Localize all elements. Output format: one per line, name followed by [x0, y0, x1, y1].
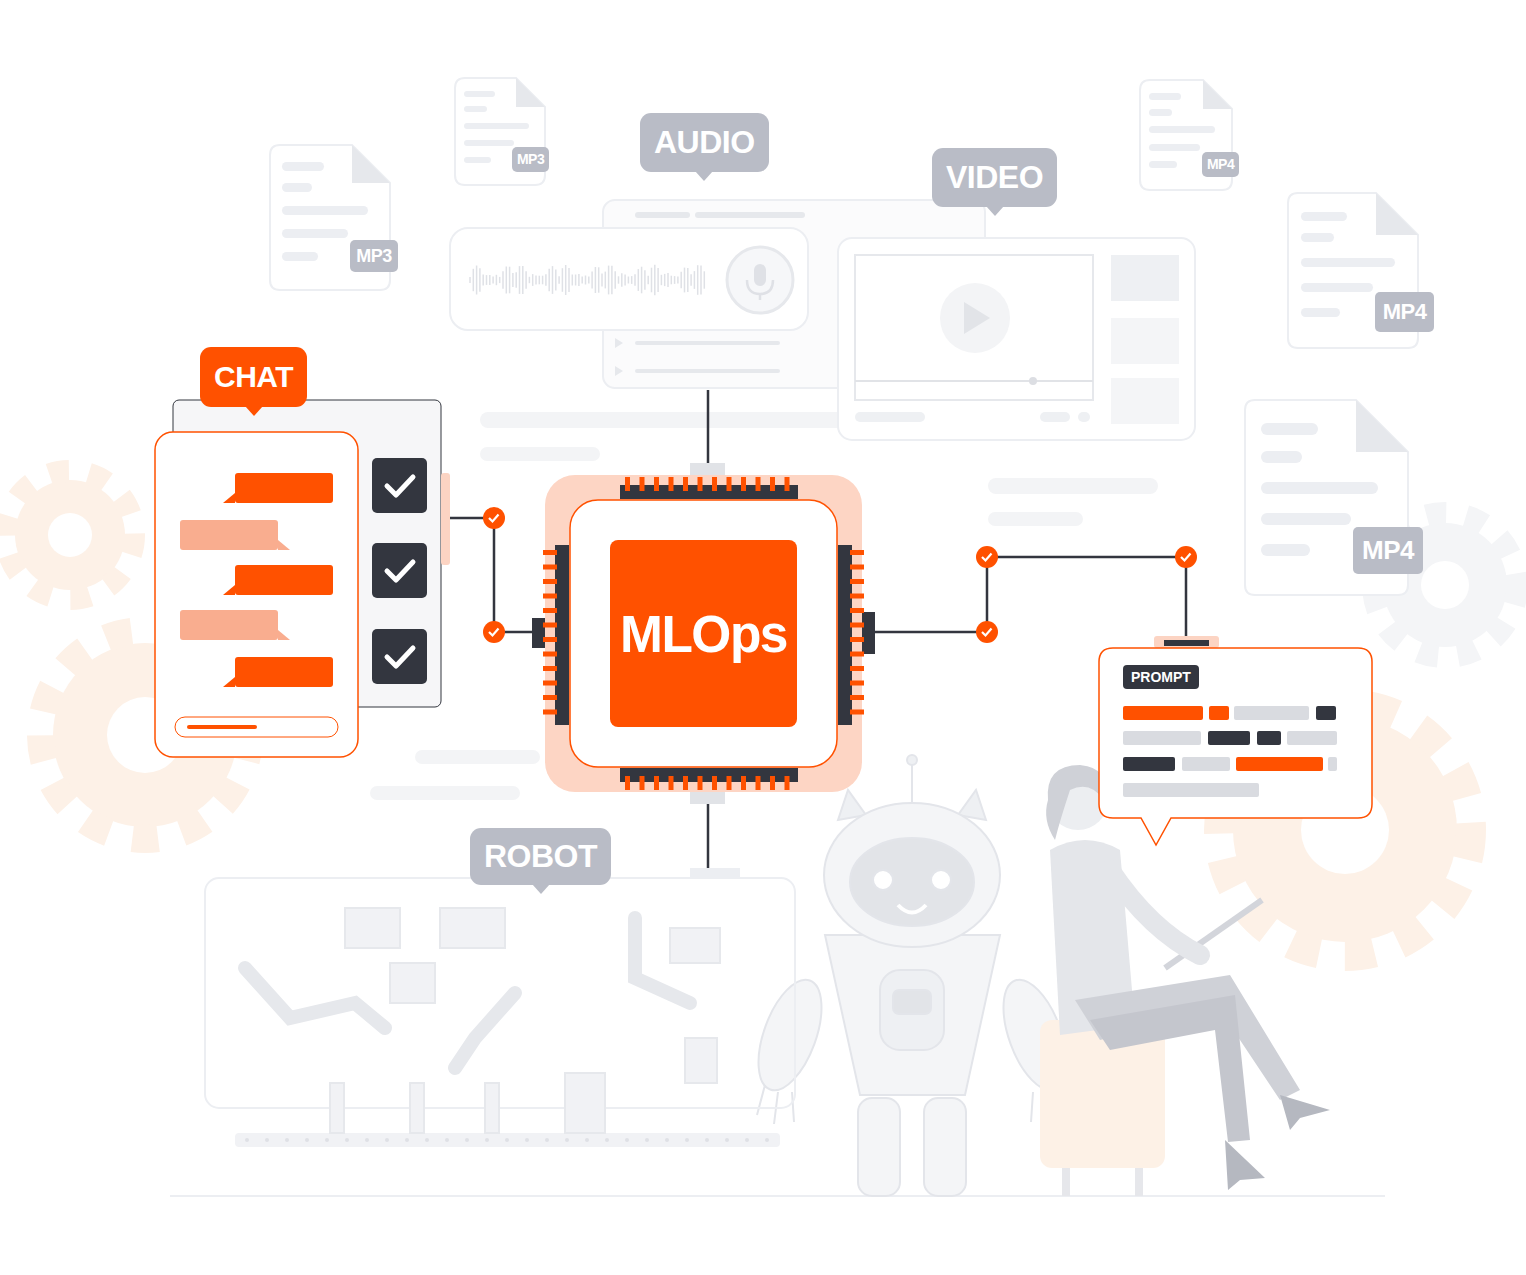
connector-line [707, 390, 710, 475]
gear [6, 471, 134, 599]
chip-label: MLOps [610, 540, 797, 727]
file-icon: MP4 [1288, 193, 1418, 348]
section-tag: VIDEO [932, 148, 1057, 207]
prompt-box: PROMPT [1099, 648, 1372, 818]
prompt-label: PROMPT [1123, 665, 1199, 689]
file-icon: MP3 [455, 78, 545, 185]
robot-panel-shape [205, 878, 795, 1108]
robot-panel: ROBOT [205, 878, 795, 1108]
file-icon: MP3 [270, 145, 390, 290]
file-icon: MP4 [1245, 400, 1408, 595]
file-format-badge: MP4 [1202, 152, 1239, 177]
video-panel-shape [838, 238, 1195, 440]
file-format-badge: MP3 [512, 147, 549, 172]
file-icon: MP4 [1140, 80, 1232, 190]
section-tag: ROBOT [470, 828, 611, 885]
section-tag: CHAT [200, 347, 307, 407]
mlops-chip: MLOps [545, 475, 862, 792]
connector-line [707, 792, 710, 878]
ground-line [170, 1195, 1385, 1197]
video-panel: VIDEO [838, 238, 1195, 440]
file-format-badge: MP3 [350, 240, 398, 272]
chat-panel-shape [155, 400, 441, 757]
section-tag: AUDIO [640, 113, 769, 172]
connector-line [862, 557, 1186, 648]
chat-panel: CHAT [155, 400, 441, 757]
woman-figure [1040, 765, 1330, 1196]
file-format-badge: MP4 [1353, 527, 1423, 574]
file-format-badge: MP4 [1375, 292, 1434, 332]
connector-line [441, 518, 545, 632]
placeholder-bars [370, 412, 1158, 800]
